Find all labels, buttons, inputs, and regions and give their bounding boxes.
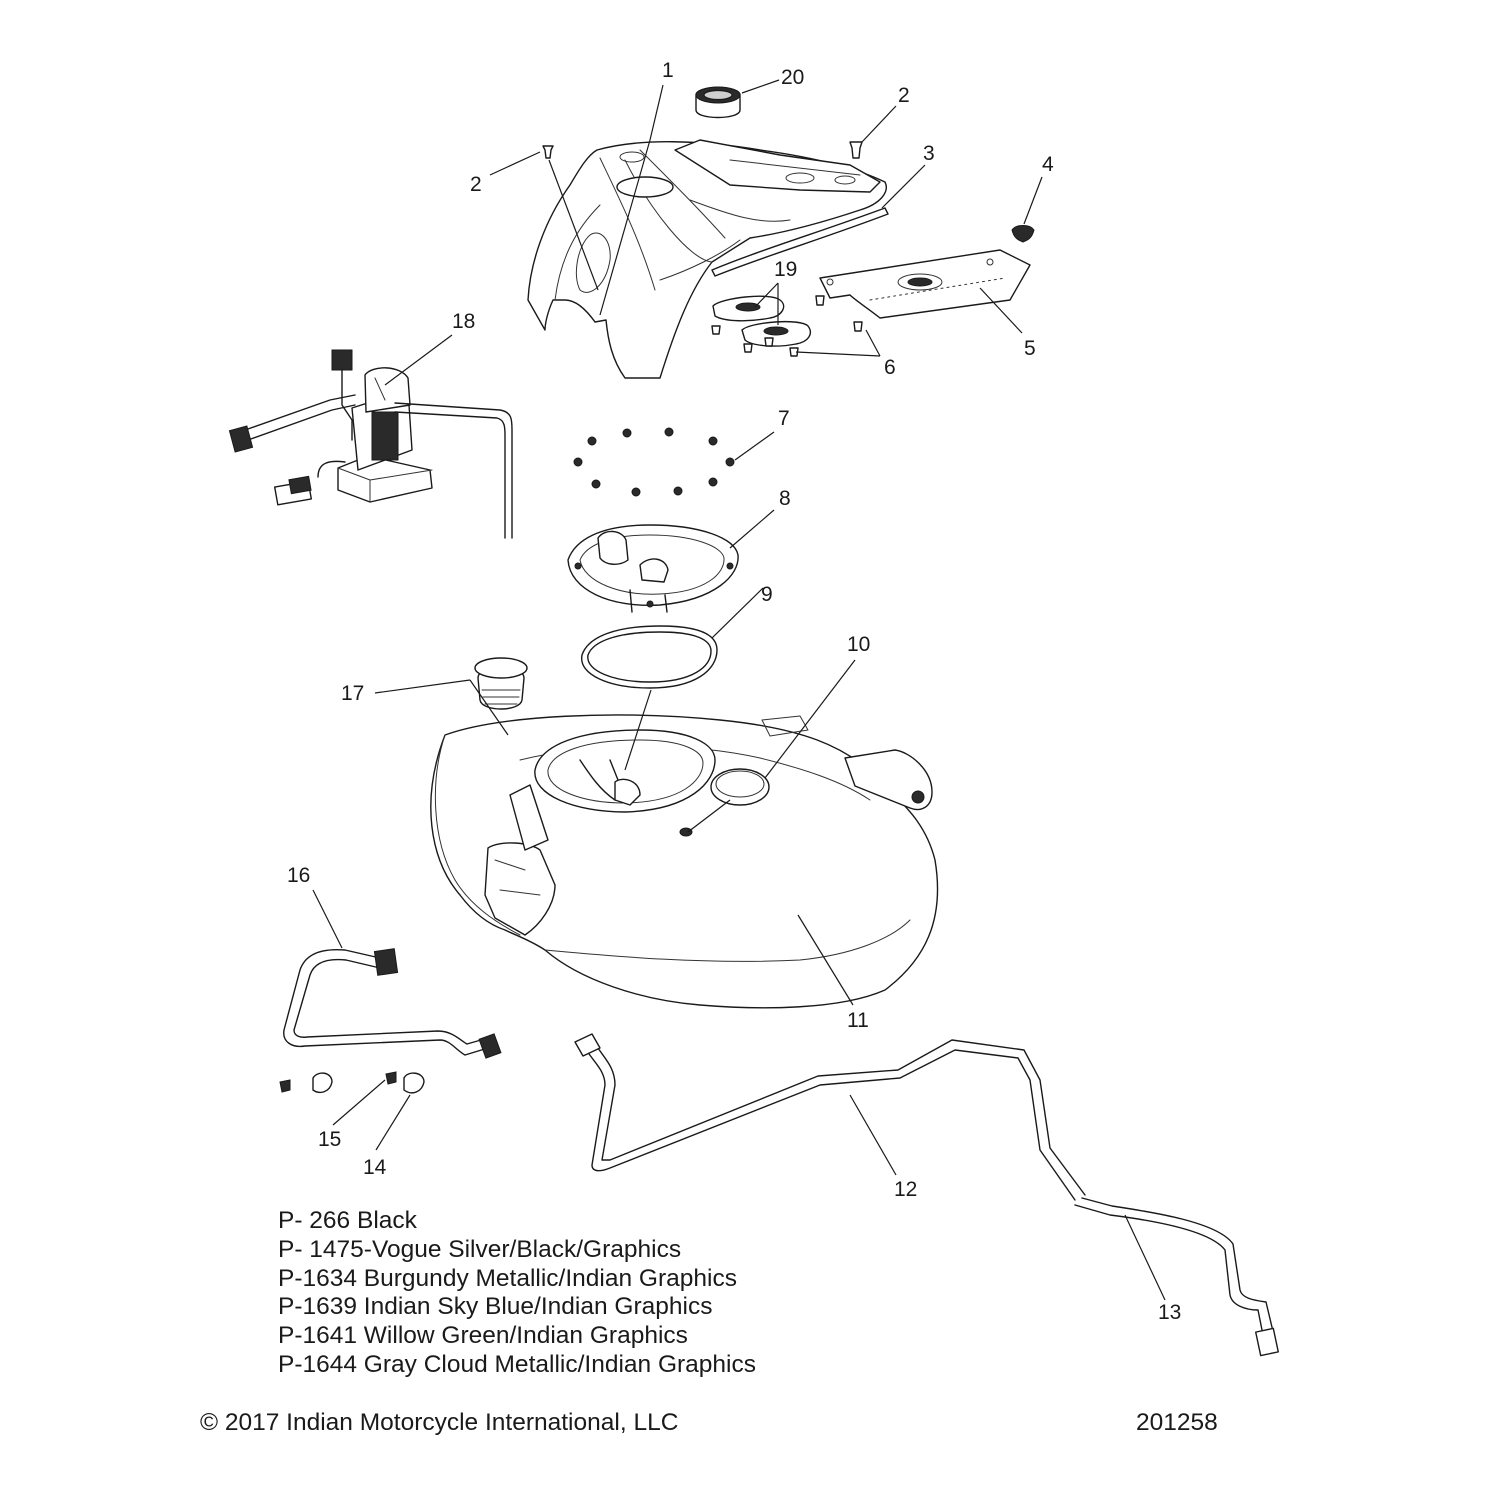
part-pump-flange: [567, 524, 739, 613]
part-screw-left: [542, 145, 554, 159]
paint-code-item: P- 1475-Vogue Silver/Black/Graphics: [278, 1235, 682, 1263]
part-nuts: [573, 427, 735, 497]
part-screw-right: [849, 141, 863, 159]
callout-14: 14: [363, 1156, 387, 1179]
callout-1: 1: [662, 59, 674, 82]
diagram-number: 201258: [1136, 1409, 1218, 1436]
part-hose-12: [574, 1033, 1086, 1201]
paint-code-item: P-1641 Willow Green/Indian Graphics: [278, 1322, 688, 1350]
leader-lines: [312, 79, 1166, 1301]
callout-2-left: 2: [470, 173, 482, 196]
part-breather-hose: [283, 948, 502, 1059]
paint-code-item: P-1634 Burgundy Metallic/Indian Graphics: [278, 1264, 737, 1292]
callout-11: 11: [847, 1009, 869, 1032]
copyright-notice: © 2017 Indian Motorcycle International, …: [200, 1409, 679, 1436]
part-fuel-gauge: [695, 86, 741, 119]
part-bracket-upper: [712, 295, 785, 322]
callout-12: 12: [894, 1178, 917, 1201]
callout-19: 19: [774, 258, 797, 281]
paint-code-item: P-1639 Indian Sky Blue/Indian Graphics: [278, 1293, 713, 1321]
callout-3: 3: [923, 142, 935, 165]
part-trim-strip: [711, 207, 889, 277]
part-bracket-lower: [741, 321, 812, 347]
part-tank-console: [527, 139, 887, 379]
part-gasket: [581, 625, 718, 689]
part-fuel-pump-assembly: [228, 349, 513, 539]
callout-15: 15: [318, 1128, 341, 1151]
callout-13: 13: [1158, 1301, 1181, 1324]
callout-7: 7: [778, 407, 790, 430]
callout-17: 17: [341, 682, 364, 705]
callout-16: 16: [287, 864, 310, 887]
callout-5: 5: [1024, 337, 1036, 360]
callout-9: 9: [761, 583, 773, 606]
callout-4: 4: [1042, 153, 1054, 176]
part-clamps-screws: [279, 1071, 425, 1094]
part-mounting-plate: [819, 249, 1031, 319]
part-screws-6: [711, 295, 863, 357]
part-push-rivet: [1011, 225, 1035, 243]
callout-2-right: 2: [898, 84, 910, 107]
callout-10: 10: [847, 633, 870, 656]
callout-20: 20: [781, 66, 804, 89]
callout-numbers: 1 20 2 2 3 4 19 18 5 6 7 8 9 10 17 16 11…: [287, 59, 1181, 1324]
paint-code-list: P- 266 Black P- 1475-Vogue Silver/Black/…: [278, 1207, 756, 1380]
callout-6: 6: [884, 356, 896, 379]
part-fuel-tank: [430, 714, 939, 1009]
paint-code-item: P-1644 Gray Cloud Metallic/Indian Graphi…: [278, 1350, 756, 1378]
part-hose-13: [1074, 1197, 1279, 1357]
callout-8: 8: [779, 487, 791, 510]
paint-code-item: P- 266 Black: [278, 1207, 417, 1234]
callout-18: 18: [452, 310, 475, 333]
